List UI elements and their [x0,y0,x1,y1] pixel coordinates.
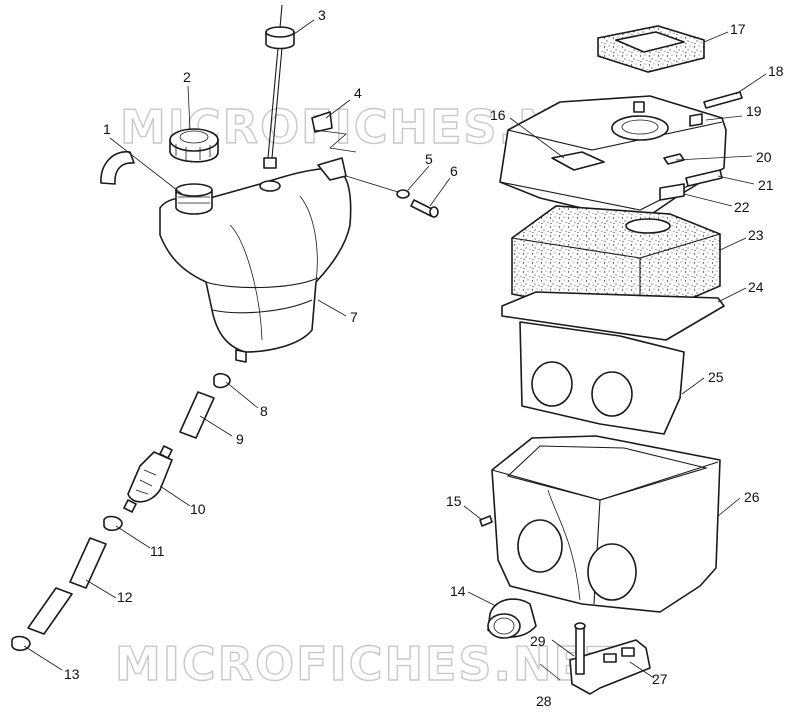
callout-26: 26 [744,489,760,505]
foam-strip [703,91,743,109]
leader-lines [23,19,767,679]
dipstick [263,4,295,169]
bolt [410,199,439,218]
vent-hose [100,151,135,185]
callout-12: 12 [117,589,133,605]
callout-6: 6 [450,163,458,179]
watermark-bottom: MICROFICHES.NET [115,637,620,691]
callout-11: 11 [150,543,165,559]
clamp-upper [213,372,231,389]
callout-18: 18 [768,63,784,79]
callout-27: 27 [652,671,668,687]
callout-19: 19 [746,103,762,119]
callout-9: 9 [236,431,244,447]
cover-seal [659,183,685,201]
callout-13: 13 [64,666,80,682]
hose-upper [179,391,215,439]
cover-decal [663,153,685,165]
inline-filter [123,445,173,513]
callout-3: 3 [318,7,326,23]
callout-1: 1 [103,121,111,137]
foam-block-small [597,25,705,73]
gasket [501,291,725,341]
airbox-cover [499,95,727,223]
airbox-base [491,435,721,613]
cover-latch [685,169,723,187]
callout-23: 23 [748,227,764,243]
callout-4: 4 [354,85,362,101]
callout-24: 24 [748,279,764,295]
foam-filter [511,205,721,321]
callout-20: 20 [756,149,772,165]
callout-2: 2 [183,69,191,85]
callout-16: 16 [490,107,506,123]
airbox-bracket [569,622,651,695]
mounting-plate [519,321,685,435]
filler-cap [169,128,219,163]
screw [479,515,493,527]
cover-label [551,151,605,171]
callout-29: 29 [530,633,546,649]
callout-10: 10 [190,501,206,517]
callout-8: 8 [260,403,268,419]
callout-22: 22 [734,199,750,215]
hose-lower [69,537,107,589]
callout-28: 28 [536,693,552,709]
callout-21: 21 [758,177,774,193]
callout-14: 14 [450,583,466,599]
callouts: 1 2 3 4 5 6 7 8 9 10 11 12 13 14 15 16 1… [64,7,784,709]
callout-7: 7 [350,309,358,325]
oil-tank-assembly [100,4,352,363]
intake-boot [487,598,537,639]
callout-5: 5 [425,151,433,167]
callout-15: 15 [446,493,462,509]
washer [396,189,410,199]
callout-17: 17 [730,21,746,37]
callout-25: 25 [708,369,724,385]
